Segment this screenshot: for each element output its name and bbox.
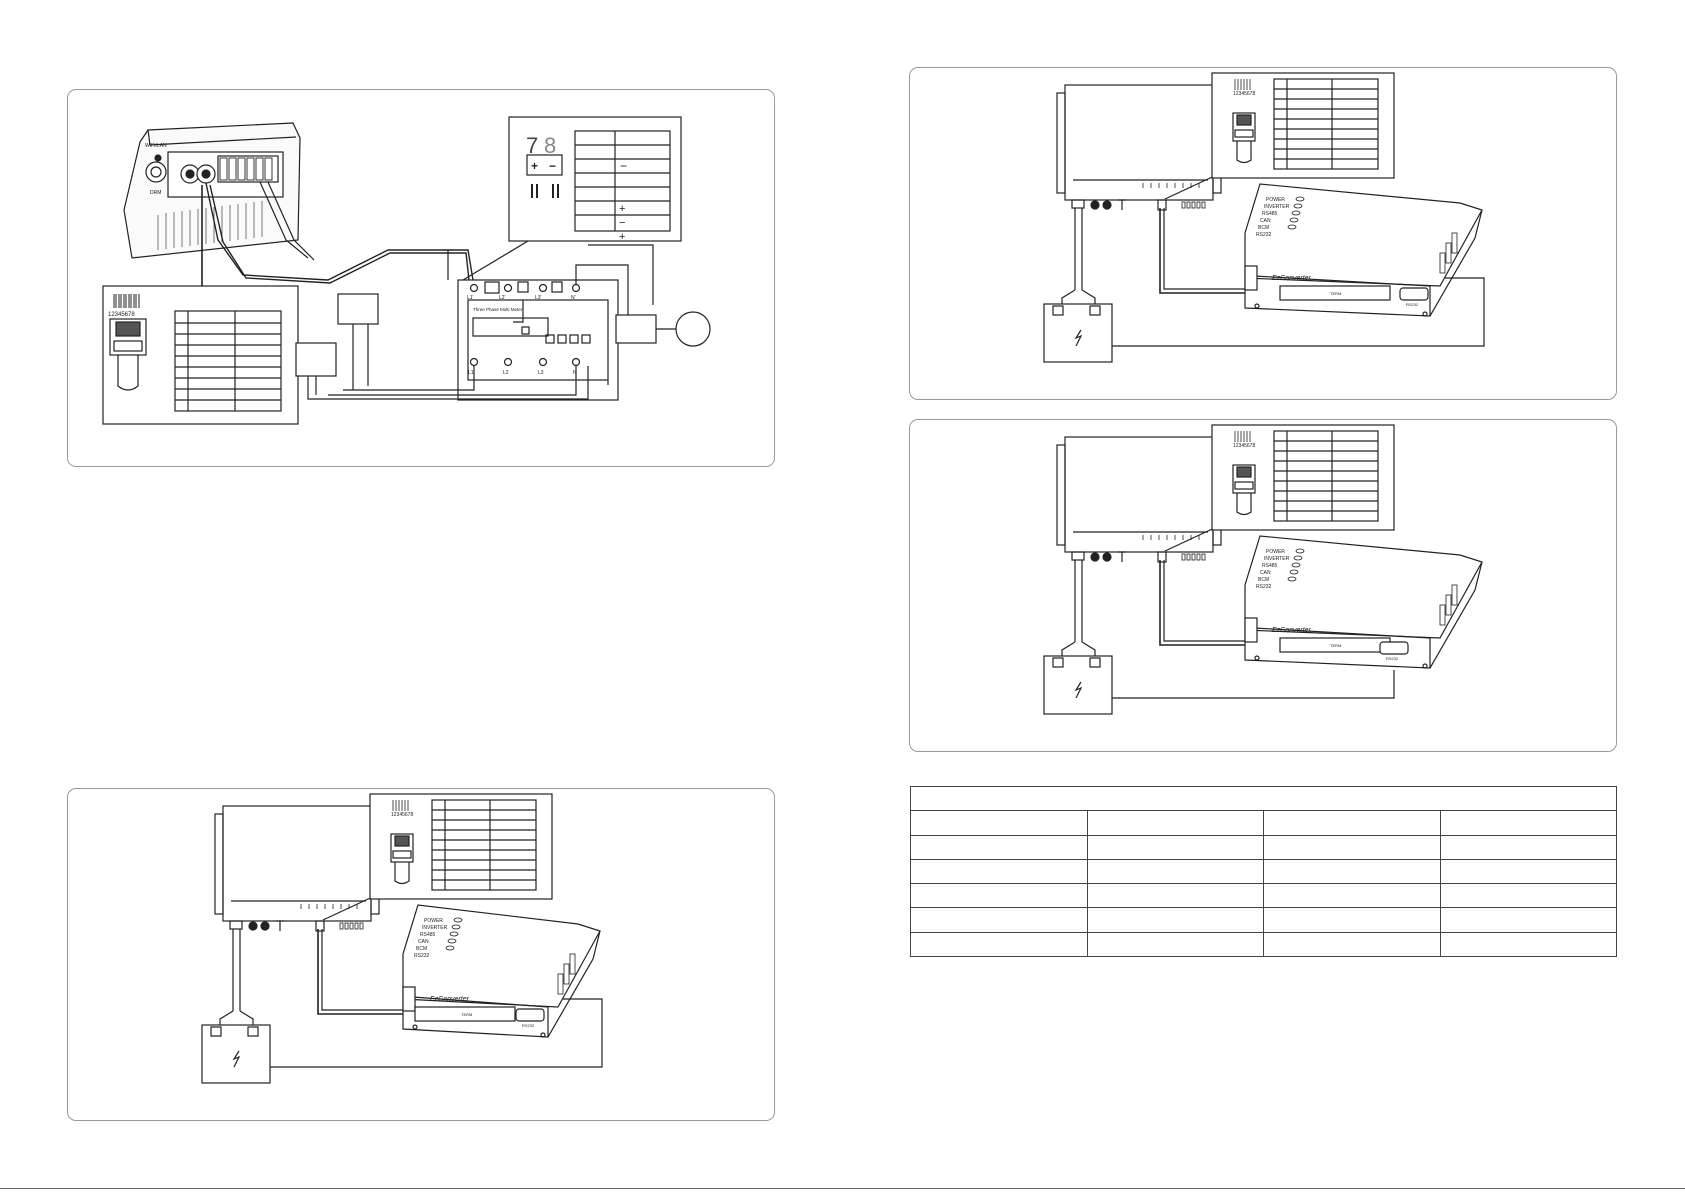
minus-sign: − <box>549 159 556 173</box>
led-inverter: INVERTER <box>1264 204 1290 210</box>
converter-port-label: TERM <box>1330 643 1341 648</box>
rj45-inset <box>102 285 299 425</box>
table-cell <box>1086 883 1264 909</box>
table-cell <box>910 810 1088 836</box>
meter-bottom-l2: L2 <box>503 370 509 376</box>
meter-top-l1: L1' <box>467 295 474 301</box>
led-rs485: RS485 <box>1262 211 1278 217</box>
three-phase-meter <box>295 244 711 401</box>
table-header-row <box>910 785 1617 812</box>
meter-bottom-l3: L3 <box>538 370 544 376</box>
table-cell <box>1263 858 1441 885</box>
drm-label: DRM <box>150 190 161 196</box>
table-cell <box>1086 907 1264 933</box>
table-cell <box>1263 931 1441 958</box>
table-cell <box>1439 834 1617 860</box>
table-cell <box>1086 931 1264 958</box>
converter-diagram-3: 12345678 POWER INVERTER RS485 CAN BCM RS… <box>1043 424 1483 715</box>
led-can: CAN <box>1260 218 1271 224</box>
led-can: CAN <box>1260 570 1271 576</box>
pin-symbol-3: − <box>620 159 627 173</box>
plus-sign: + <box>531 159 538 173</box>
pin-symbol-7: + <box>619 231 625 243</box>
table-cell <box>910 883 1088 909</box>
table-title-cell <box>910 785 1617 812</box>
table-cell <box>1086 810 1264 836</box>
table-row <box>910 883 1617 909</box>
meter-top-n: N' <box>571 295 576 301</box>
led-power: POWER <box>1266 549 1285 555</box>
meter-top-l2: L2' <box>499 295 506 301</box>
meter-top-l3: L3' <box>535 295 542 301</box>
led-bcm: BCM <box>416 946 427 952</box>
table-cell <box>1439 883 1617 909</box>
table-row <box>910 834 1617 860</box>
meter-wiring-diagram: WIFI/LAN DRM 12345678 <box>102 116 711 425</box>
converter-rj45-code: 12345678 <box>1233 443 1255 449</box>
table-cell <box>1263 834 1441 860</box>
table-cell <box>910 907 1088 933</box>
meter-title: Three Phase Multi Meter <box>473 307 523 312</box>
led-rs485: RS485 <box>420 932 436 938</box>
converter-diagram-2: 12345678 POWER INVERTER RS485 CAN BCM RS… <box>1043 72 1485 363</box>
terminal-digit-8: 8 <box>544 133 556 158</box>
led-can: CAN <box>418 939 429 945</box>
terminal-inset <box>462 116 682 281</box>
figure-panel-converter-right-bottom: 12345678 POWER INVERTER RS485 CAN BCM RS… <box>909 419 1617 752</box>
converter-port-label: TERM <box>1330 291 1341 296</box>
table-cell <box>1263 907 1441 933</box>
led-rs232: RS232 <box>414 953 430 959</box>
led-rs232: RS232 <box>1256 584 1272 590</box>
led-bcm: BCM <box>1258 577 1269 583</box>
table-cell <box>1263 810 1441 836</box>
figure-panel-meter-wiring: WIFI/LAN DRM 12345678 <box>67 89 775 467</box>
pin-symbol-6: − <box>619 217 625 229</box>
led-power: POWER <box>1266 197 1285 203</box>
converter-diagram-1: 12345678 POWER INVERTER RS485 CAN BCM RS… <box>201 793 603 1084</box>
meter-bottom-n: N <box>573 370 577 376</box>
converter-db9-label: RS232 <box>1406 302 1419 307</box>
pin-symbol-5: + <box>619 203 625 215</box>
led-power: POWER <box>424 918 443 924</box>
converter-brand: EzConverter <box>430 996 470 1003</box>
converter-db9-label: RS232 <box>1386 656 1399 661</box>
table-cell <box>910 834 1088 860</box>
specification-table <box>910 785 1617 958</box>
table-row <box>910 907 1617 933</box>
page-bottom-rule <box>0 1188 1685 1189</box>
table-cell <box>910 858 1088 885</box>
terminal-digit-7: 7 <box>526 133 538 158</box>
table-cell <box>1439 931 1617 958</box>
figure-panel-converter-right-top: 12345678 POWER INVERTER RS485 CAN BCM RS… <box>909 67 1617 400</box>
led-rs485: RS485 <box>1262 563 1278 569</box>
table-cell <box>1086 834 1264 860</box>
led-inverter: INVERTER <box>1264 556 1290 562</box>
converter-brand: EzConverter <box>1272 627 1312 634</box>
table-cell <box>1439 810 1617 836</box>
table-cell <box>910 931 1088 958</box>
converter-rj45-code: 12345678 <box>391 812 413 818</box>
table-row <box>910 810 1617 836</box>
figure-panel-converter-left: 12345678 POWER INVERTER RS485 CAN BCM RS… <box>67 788 775 1121</box>
converter-db9-label: RS232 <box>522 1023 535 1028</box>
rj45-code: 12345678 <box>108 312 135 318</box>
table-cell <box>1263 883 1441 909</box>
converter-brand: EzConverter <box>1272 275 1312 282</box>
table-cell <box>1439 907 1617 933</box>
table-cell <box>1086 858 1264 885</box>
table-cell <box>1439 858 1617 885</box>
converter-rj45-code: 12345678 <box>1233 91 1255 97</box>
table-row <box>910 931 1617 958</box>
led-bcm: BCM <box>1258 225 1269 231</box>
led-inverter: INVERTER <box>422 925 448 931</box>
table-row <box>910 858 1617 885</box>
converter-port-label: TERM <box>461 1012 472 1017</box>
wifi-lan-label: WIFI/LAN <box>145 143 167 149</box>
led-rs232: RS232 <box>1256 232 1272 238</box>
meter-bottom-l1: L1 <box>468 370 474 376</box>
